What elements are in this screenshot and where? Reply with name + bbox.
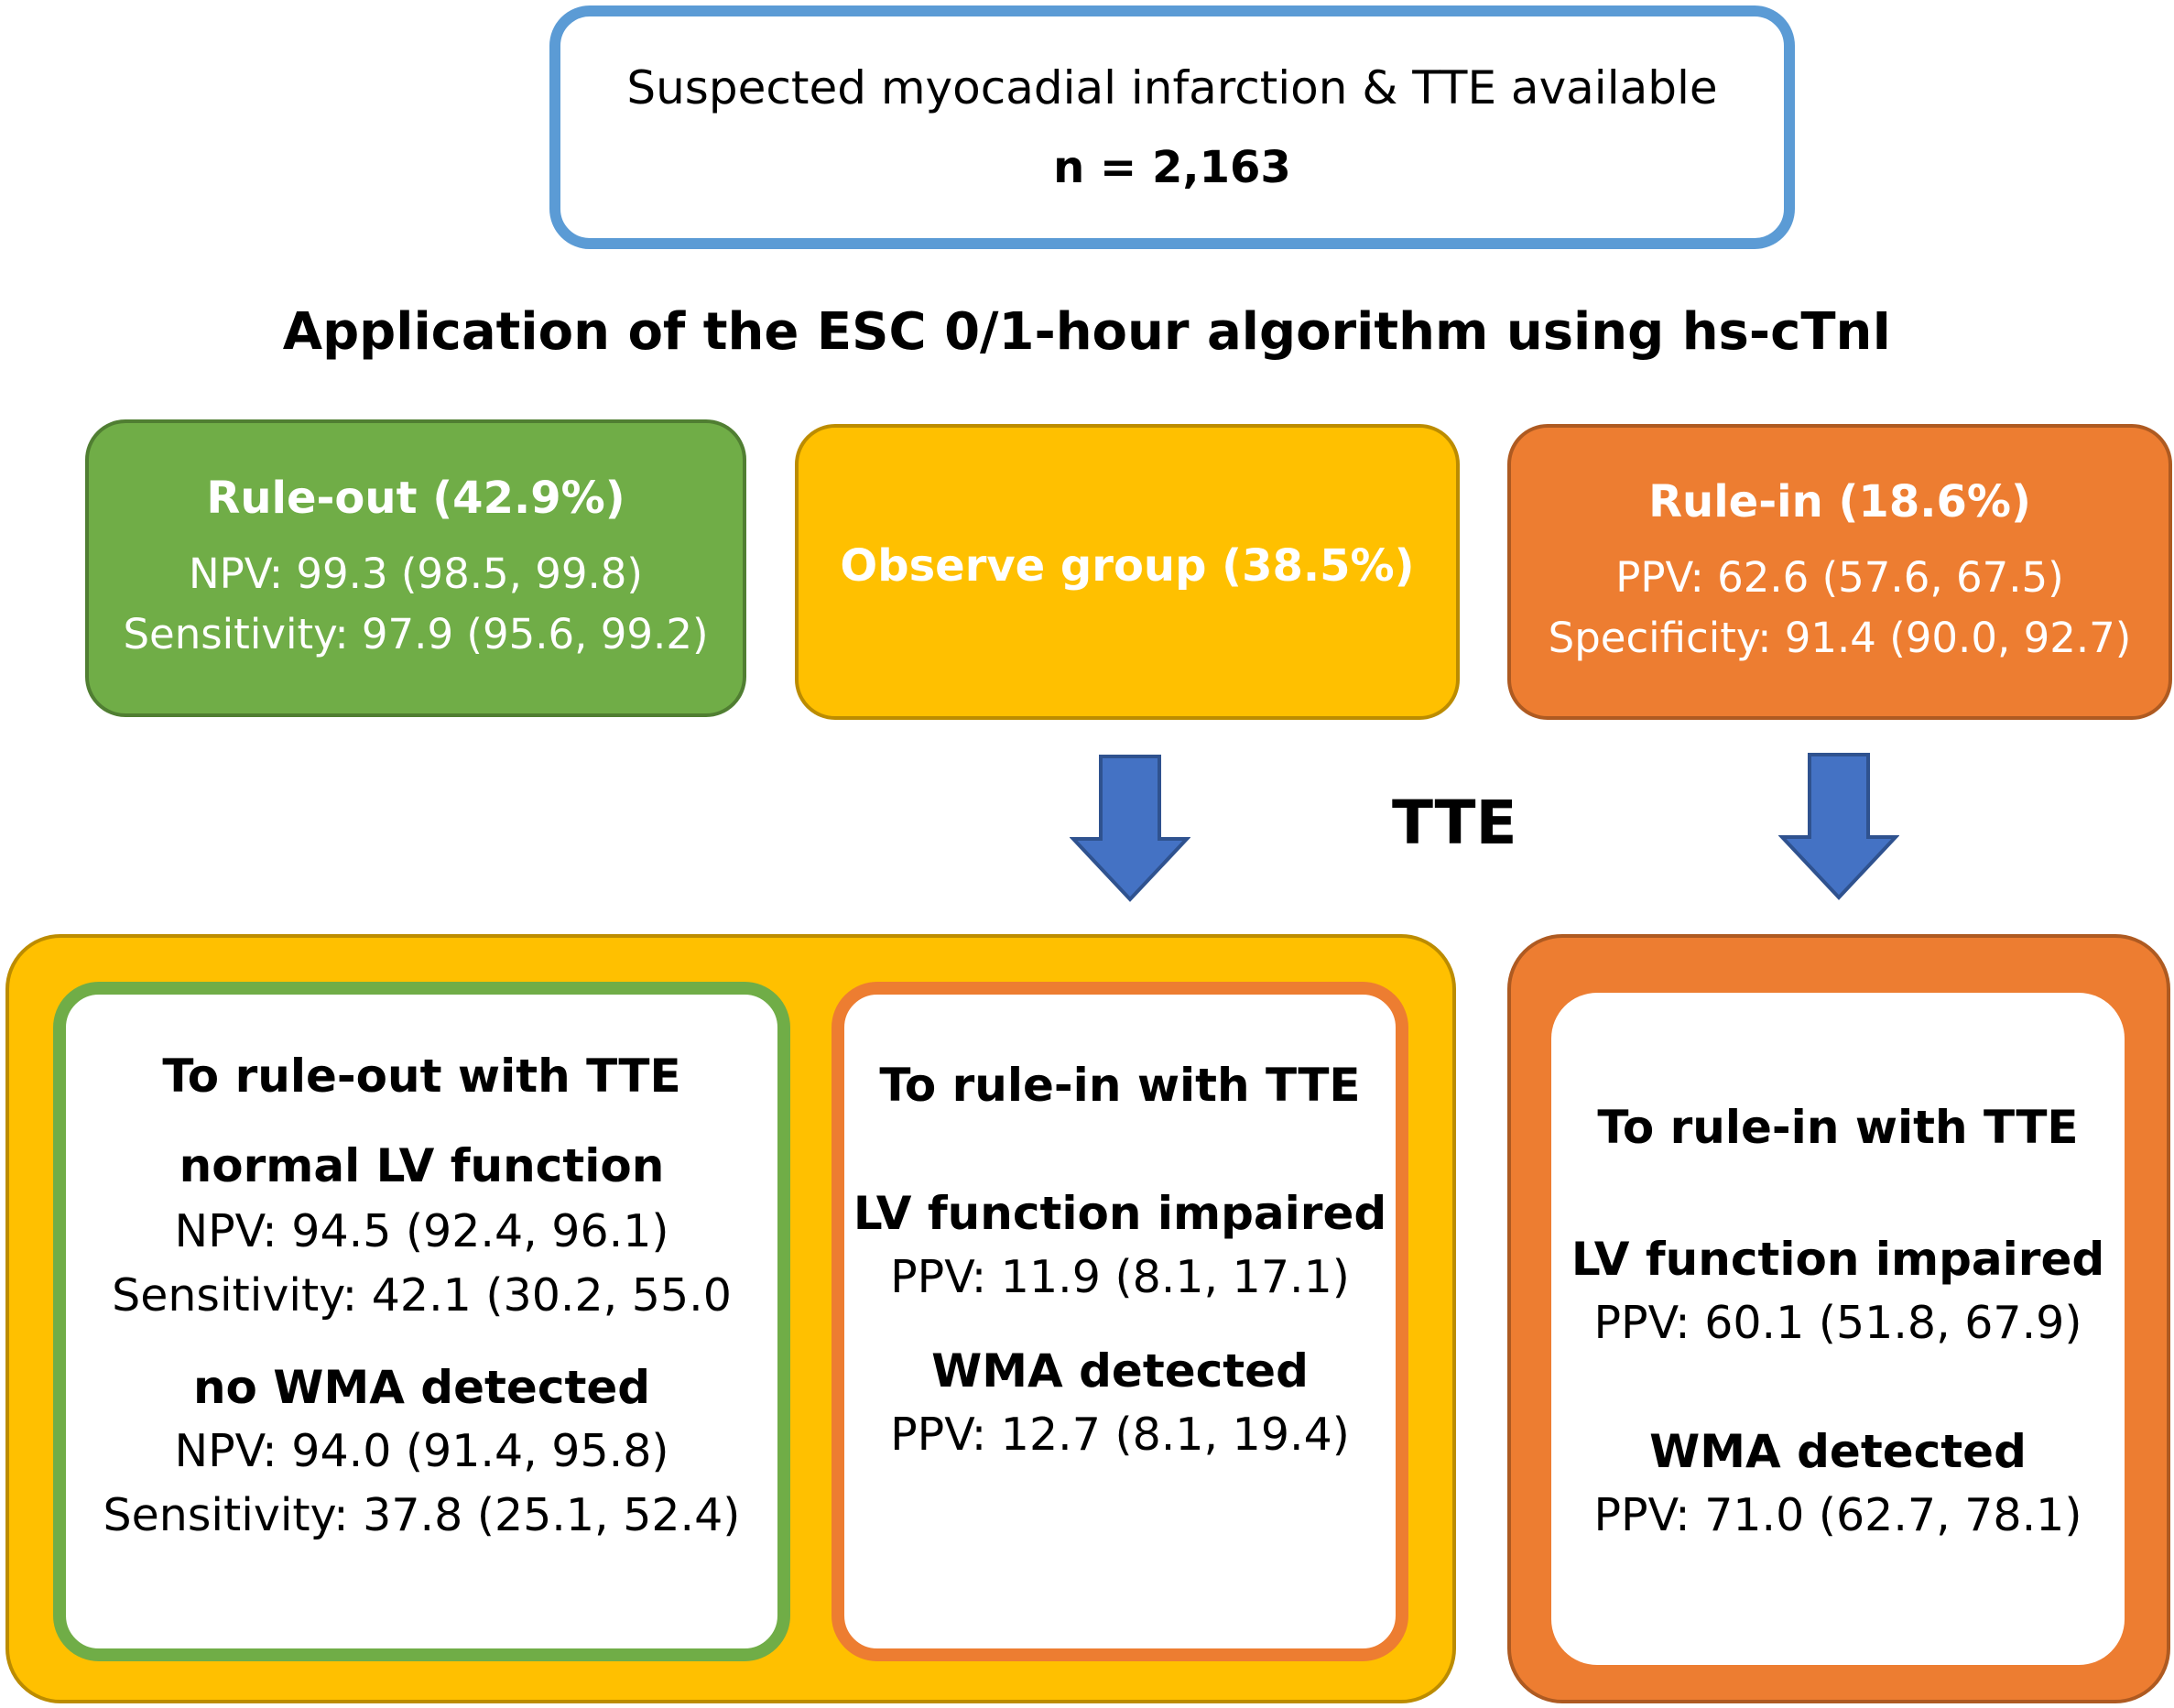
rule-out-sensitivity: Sensitivity: 97.9 (95.6, 99.2) xyxy=(123,609,709,658)
rule-out-npv: NPV: 99.3 (98.5, 99.8) xyxy=(189,549,643,598)
no-wma-sensitivity: Sensitivity: 37.8 (25.1, 52.4) xyxy=(103,1489,741,1541)
rule-in-tte-card: To rule-in with TTE LV function impaired… xyxy=(1551,993,2125,1665)
rule-in-lv-impaired-ppv: PPV: 60.1 (51.8, 67.9) xyxy=(1593,1297,2082,1349)
population-title: Suspected myocadial infarction & TTE ava… xyxy=(626,61,1718,114)
rule-in-wma-ppv: PPV: 71.0 (62.7, 78.1) xyxy=(1593,1489,2082,1541)
no-wma-npv: NPV: 94.0 (91.4, 95.8) xyxy=(174,1425,669,1477)
observe-wma-ppv: PPV: 12.7 (8.1, 19.4) xyxy=(890,1409,1350,1461)
rule-in-wma-title: WMA detected xyxy=(1649,1425,2027,1478)
rule-in-title: Rule-in (18.6%) xyxy=(1648,475,2031,528)
rule-in-tte-title: To rule-in with TTE xyxy=(1597,1101,2079,1154)
observe-title: Observe group (38.5%) xyxy=(840,539,1415,592)
rule-in-box: Rule-in (18.6%) PPV: 62.6 (57.6, 67.5) S… xyxy=(1507,424,2172,720)
observe-box: Observe group (38.5%) xyxy=(795,424,1460,720)
normal-lv-sensitivity: Sensitivity: 42.1 (30.2, 55.0 xyxy=(112,1269,732,1322)
normal-lv-npv: NPV: 94.5 (92.4, 96.1) xyxy=(174,1205,669,1257)
algorithm-heading: Application of the ESC 0/1-hour algorith… xyxy=(282,302,1892,362)
observe-rule-out-title: To rule-out with TTE xyxy=(162,1050,681,1103)
no-wma-title: no WMA detected xyxy=(192,1361,651,1414)
observe-rule-in-title: To rule-in with TTE xyxy=(879,1059,1361,1112)
observe-wma-title: WMA detected xyxy=(931,1344,1309,1398)
population-box: Suspected myocadial infarction & TTE ava… xyxy=(549,5,1795,249)
rule-out-title: Rule-out (42.9%) xyxy=(206,472,625,524)
down-arrow-observe-icon xyxy=(1070,755,1190,902)
rule-in-ppv: PPV: 62.6 (57.6, 67.5) xyxy=(1615,552,2064,602)
rule-in-lv-impaired-title: LV function impaired xyxy=(1571,1233,2105,1286)
observe-rule-out-card: To rule-out with TTE normal LV function … xyxy=(53,982,790,1661)
population-count: n = 2,163 xyxy=(1053,142,1291,193)
observe-rule-in-card: To rule-in with TTE LV function impaired… xyxy=(832,982,1408,1661)
tte-label: TTE xyxy=(1392,788,1517,858)
observe-lv-impaired-ppv: PPV: 11.9 (8.1, 17.1) xyxy=(890,1251,1350,1303)
normal-lv-title: normal LV function xyxy=(179,1139,665,1192)
down-arrow-rule-in-icon xyxy=(1778,753,1899,900)
rule-in-specificity: Specificity: 91.4 (90.0, 92.7) xyxy=(1548,613,2132,662)
observe-lv-impaired-title: LV function impaired xyxy=(853,1187,1387,1240)
rule-out-box: Rule-out (42.9%) NPV: 99.3 (98.5, 99.8) … xyxy=(85,419,746,717)
